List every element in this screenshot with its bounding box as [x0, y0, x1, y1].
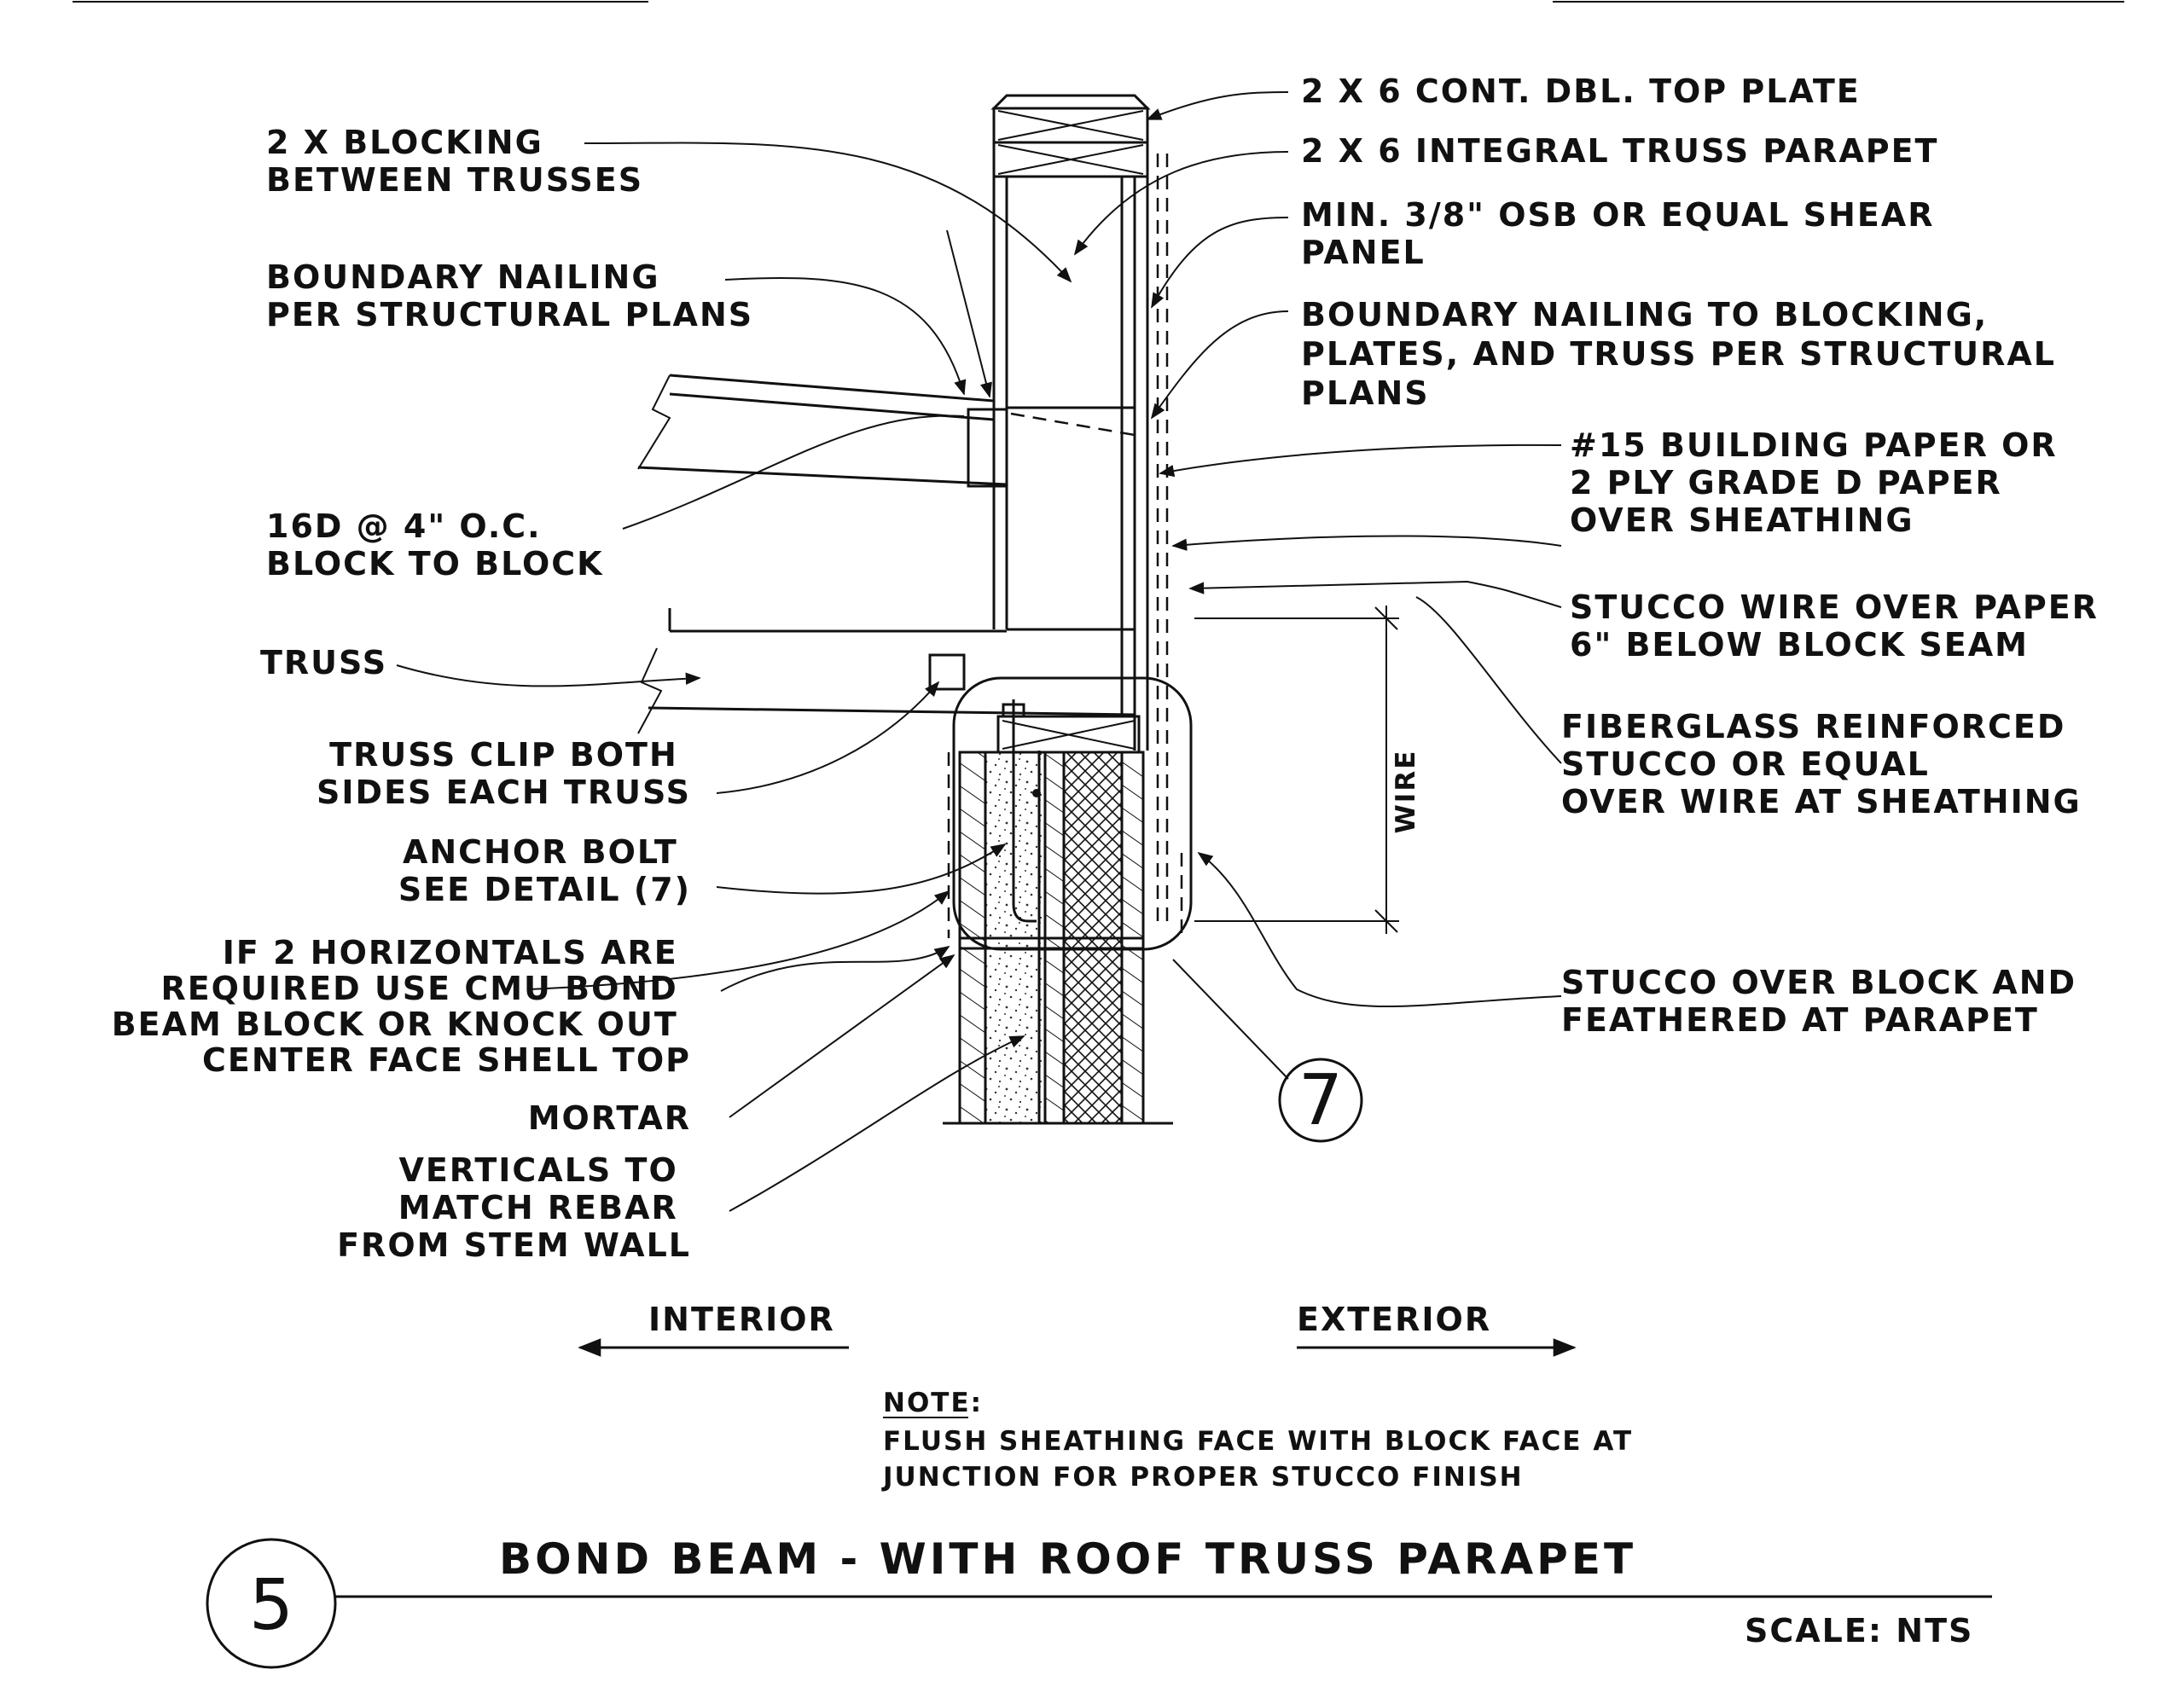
- interior-label: INTERIOR: [648, 1301, 835, 1338]
- label-boundary-blocking: BOUNDARY NAILING TO BLOCKING, PLATES, AN…: [1301, 296, 2069, 412]
- exterior-label: EXTERIOR: [1297, 1301, 1491, 1338]
- detail-7-circle: [1278, 1058, 1363, 1143]
- sheathing: [1146, 108, 1169, 930]
- label-anchor-bolt: ANCHOR BOLT SEE DETAIL (7): [398, 833, 691, 908]
- detail-number-circle: [206, 1538, 337, 1669]
- leaders: [396, 91, 1562, 1212]
- label-boundary-nailing: BOUNDARY NAILING PER STRUCTURAL PLANS: [266, 258, 753, 333]
- note-heading: NOTE:: [883, 1388, 983, 1418]
- label-mortar: MORTAR: [528, 1099, 691, 1137]
- drawing-title: BOND BEAM - WITH ROOF TRUSS PARAPET: [499, 1534, 1636, 1584]
- detail-7-leader: [1172, 959, 1289, 1080]
- label-blocking: 2 X BLOCKING BETWEEN TRUSSES: [266, 124, 643, 199]
- roof-truss-lower: [637, 608, 1136, 734]
- label-fiberglass: FIBERGLASS REINFORCED STUCCO OR EQUAL OV…: [1561, 708, 2082, 820]
- label-truss-parapet: 2 X 6 INTEGRAL TRUSS PARAPET: [1301, 132, 1938, 170]
- wire-dimension: WIRE: [1194, 606, 1421, 934]
- label-stucco-block: STUCCO OVER BLOCK AND FEATHERED AT PARAP…: [1561, 964, 2089, 1039]
- label-nails: 16D @ 4" O.C. BLOCK TO BLOCK: [266, 507, 604, 583]
- anchor-bolt: [1002, 699, 1041, 1123]
- label-horizontals: IF 2 HORIZONTALS ARE REQUIRED USE CMU BO…: [112, 934, 691, 1079]
- label-top-plate: 2 X 6 CONT. DBL. TOP PLATE: [1301, 72, 1861, 110]
- label-truss-clip: TRUSS CLIP BOTH SIDES EACH TRUSS: [317, 736, 691, 811]
- label-truss: TRUSS: [260, 644, 387, 681]
- label-verticals: VERTICALS TO MATCH REBAR FROM STEM WALL: [337, 1151, 691, 1264]
- note-text: FLUSH SHEATHING FACE WITH BLOCK FACE AT …: [881, 1426, 1644, 1493]
- wire-dimension-label: WIRE: [1391, 750, 1421, 834]
- roof-truss-upper: [637, 374, 1136, 488]
- detail-7-number: 7: [1298, 1060, 1343, 1141]
- cmu-wall: [943, 751, 1183, 1125]
- detail-number: 5: [249, 1565, 293, 1646]
- label-osb: MIN. 3/8" OSB OR EQUAL SHEAR PANEL: [1301, 196, 1948, 271]
- scale-label: SCALE: NTS: [1745, 1612, 1973, 1649]
- label-building-paper: #15 BUILDING PAPER OR 2 PLY GRADE D PAPE…: [1570, 426, 2071, 539]
- label-stucco-wire: STUCCO WIRE OVER PAPER 6" BELOW BLOCK SE…: [1570, 588, 2111, 664]
- detail-callout-bubble: [952, 676, 1193, 951]
- truss-parapet: [990, 94, 1151, 751]
- bottom-plate: [996, 715, 1141, 754]
